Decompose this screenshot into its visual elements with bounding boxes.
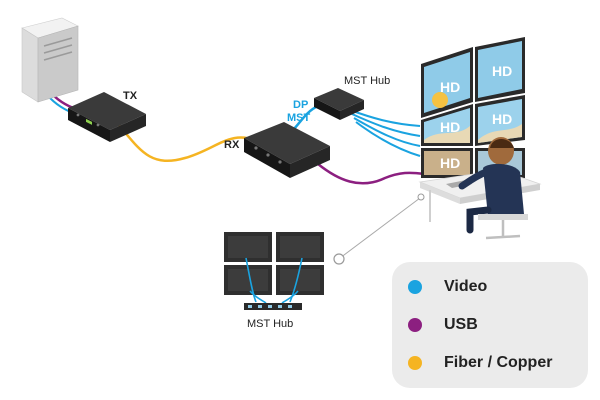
video-cables-hub-display	[349, 109, 421, 157]
fiber-cable	[117, 123, 259, 163]
callout-line	[339, 197, 421, 259]
usb-dot-icon	[408, 318, 422, 332]
callout-dot	[333, 253, 345, 265]
dp-label: DP	[293, 99, 308, 111]
bottom-display-grid	[224, 232, 324, 295]
mst-hub-top-label: MST Hub	[344, 75, 390, 87]
video-dot-icon	[408, 280, 422, 294]
bottom-hub-cables	[245, 257, 303, 304]
tx-label: TX	[123, 90, 138, 102]
legend-item-fiber-copper: Fiber / Copper	[408, 350, 552, 376]
video-wall	[421, 37, 525, 178]
user-person-icon	[458, 137, 528, 240]
computer-tower-icon	[21, 17, 79, 103]
mst-hub-bottom-icon	[244, 303, 302, 310]
mst-hub-bottom-label: MST Hub	[247, 318, 293, 330]
mst-hub-top-icon	[314, 88, 364, 120]
legend-label-usb: USB	[444, 316, 478, 333]
fiber-dot-icon	[408, 356, 422, 370]
hd-label-2: HD	[492, 63, 512, 79]
legend-label-fiber-copper: Fiber / Copper	[444, 354, 553, 371]
legend-label-video: Video	[444, 278, 488, 295]
hd-label-1: HD	[440, 79, 460, 95]
legend-item-video: Video	[408, 274, 487, 300]
callout-dot-end	[417, 193, 425, 201]
legend-item-usb: USB	[408, 312, 478, 338]
usb-cable-rx-desk	[317, 163, 425, 185]
legend-panel: Video USB Fiber / Copper	[392, 262, 588, 388]
tx-device-icon	[68, 92, 146, 142]
rx-label: RX	[224, 139, 240, 151]
hd-label-5: HD	[440, 155, 460, 171]
rx-device-icon	[244, 122, 330, 178]
mst-label: MST	[287, 112, 311, 124]
hd-label-3: HD	[440, 119, 460, 135]
hd-label-4: HD	[492, 111, 512, 127]
